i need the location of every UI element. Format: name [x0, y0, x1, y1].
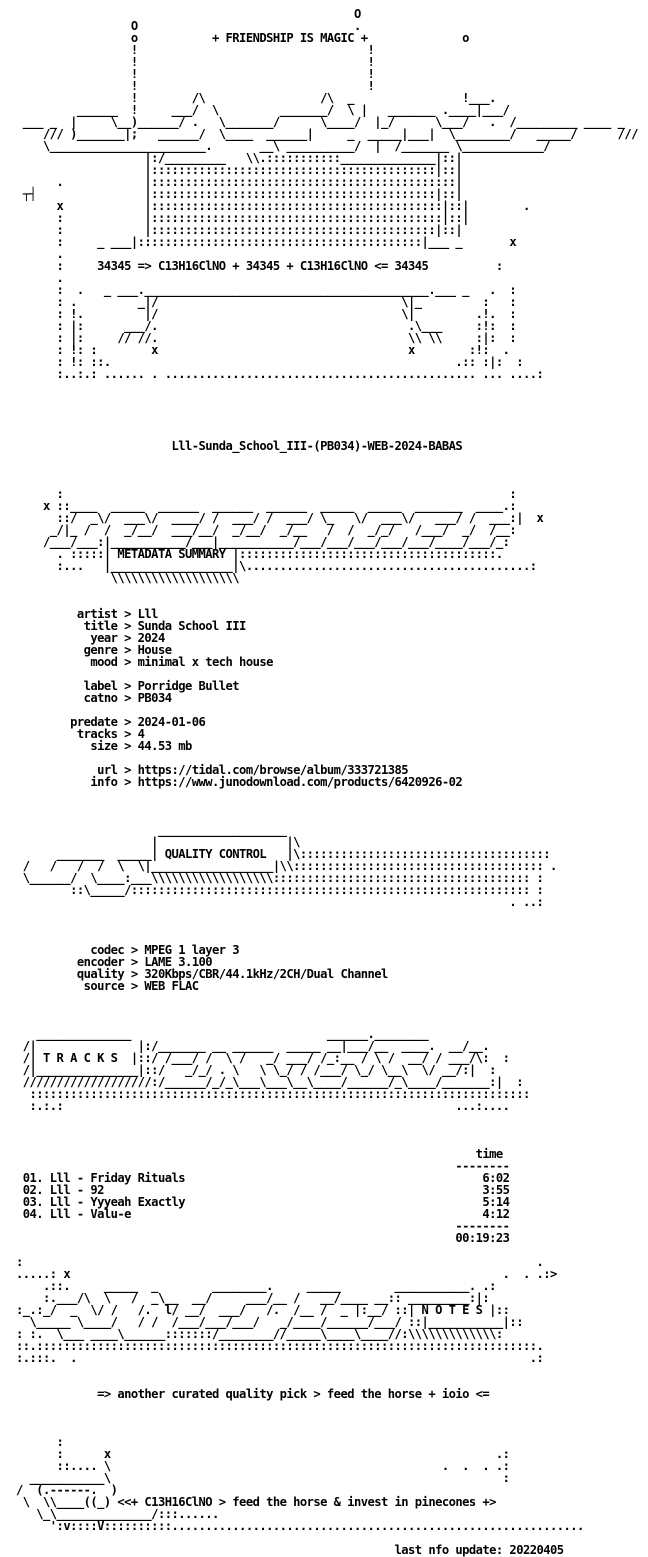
nfo-line: :_.:_/ _ \/ / /. l/ __/ ___/ /. /__ / _ … [16, 1303, 510, 1317]
nfo-line: . :::::| METADATA SUMMARY |:::::::::::::… [16, 547, 504, 561]
nfo-line: 00:19:23 [16, 1231, 510, 1245]
nfo-line: ! ! [16, 79, 375, 93]
nfo-line: ___________________ [16, 823, 287, 837]
nfo-line: ______________ ______.________ [16, 1027, 429, 1041]
nfo-line: /| T R A C K S |::/ /___/ / \ / _/ ___/ … [16, 1051, 510, 1065]
nfo-line: :..:.: ...... . ........................… [16, 367, 544, 381]
nfo-line: predate > 2024-01-06 [16, 715, 206, 729]
nfo-line: .....: x . . .:> [16, 1267, 557, 1281]
nfo-line: encoder > LAME 3.100 [16, 955, 213, 969]
nfo-line: _/|_ / / _/__/ ___/__/ _/__/ _/__ / / _/… [16, 523, 517, 537]
nfo-line: O [16, 7, 361, 21]
nfo-line: artist > Lll [16, 607, 159, 621]
nfo-line: size > 44.53 mb [16, 739, 192, 753]
nfo-line: source > WEB FLAC [16, 979, 199, 993]
nfo-line: : |: ___/. .\___ :!: : [16, 319, 517, 333]
nfo-line: . [16, 271, 64, 285]
nfo-line: ___________\ : [16, 1471, 510, 1485]
nfo-line: : |:::::::::::::::::::::::::::::::::::::… [16, 223, 463, 237]
nfo-line: :... |__________________|\..............… [16, 559, 537, 573]
nfo-line: /|_______________|::/ _/_/ . \ \ \_/ / /… [16, 1063, 497, 1077]
nfo-line: : 34345 => C13H16ClNO + 34345 + C13H16Cl… [16, 259, 504, 273]
nfo-line: |:/_________ \\.:::::::::::_____________… [16, 151, 463, 165]
nfo-line: _______ _____| QUALITY CONTROL |\:::::::… [16, 847, 551, 861]
nfo-line: : x .: [16, 1447, 510, 1461]
nfo-line: \______/ \____:___\\\\\\\\\\\\\\\\\\::::… [16, 871, 544, 885]
nfo-line: ':v::::V::::::::::......................… [16, 1519, 585, 1533]
nfo-line: . [16, 247, 64, 261]
nfo-line: : |: // //. \\ \\ :|: : [16, 331, 517, 345]
nfo-line: 01. Lll - Friday Rituals 6:02 [16, 1171, 510, 1185]
nfo-line: : _ ___|::::::::::::::::::::::::::::::::… [16, 235, 517, 249]
nfo-line: /| |:/_______ __ ______ _____ __|___/__ … [16, 1039, 490, 1053]
nfo-line: ::.:::::::::::::::::::::::::::::::::::::… [16, 1339, 544, 1353]
nfo-line: 03. Lll - Yyyeah Exactly 5:14 [16, 1195, 510, 1209]
nfo-line: codec > MPEG 1 layer 3 [16, 943, 240, 957]
nfo-line: : [16, 1435, 64, 1449]
nfo-line: url > https://tidal.com/browse/album/333… [16, 763, 409, 777]
nfo-line: : :. \___ ____\______:::::::/________//_… [16, 1327, 503, 1341]
nfo-line: mood > minimal x tech house [16, 655, 273, 669]
nfo-line: -------- [16, 1219, 510, 1233]
nfo-line: \_____ \____/ / / /___/___/___/ _/____/_… [16, 1315, 524, 1329]
nfo-line: | |\ [16, 835, 300, 849]
nfo-line: ! ! [16, 43, 375, 57]
nfo-line: . ..: [16, 895, 544, 909]
nfo-line: info > https://www.junodownload.com/prod… [16, 775, 463, 789]
nfo-line: Lll-Sunda_School_III-(PB034)-WEB-2024-BA… [16, 439, 463, 453]
nfo-line: \_\______________/:::...... [16, 1507, 219, 1521]
nfo-line: ! /\ /\ _ !___. [16, 91, 497, 105]
nfo-line: ///////////////////:/______/_/_\___\___\… [16, 1075, 524, 1089]
nfo-line: ::/ _\/ ___\/ ____/ / ___/ / ___/ \_ \/ … [16, 511, 544, 525]
nfo-line: |:::::::::::::::::::::::::::::::::::::::… [16, 163, 463, 177]
nfo-line: title > Sunda School III [16, 619, 247, 633]
nfo-text: O O . o + FRIENDSHIP IS MAGIC + o ! ! ! [16, 8, 638, 1556]
nfo-line: : |:::::::::::::::::::::::::::::::::::::… [16, 211, 470, 225]
nfo-line: 04. Lll - Valu-e 4:12 [16, 1207, 510, 1221]
nfo-line: ┬┤ |::::::::::::::::::::::::::::::::::::… [16, 187, 463, 201]
nfo-line: label > Porridge Bullet [16, 679, 240, 693]
nfo-line: ::\_____/:::::::::::::::::::::::::::::::… [16, 883, 544, 897]
nfo-line: ::::::::::::::::::::::::::::::::::::::::… [16, 1087, 531, 1101]
nfo-line: O . [16, 19, 361, 33]
nfo-line: -------- [16, 1159, 510, 1173]
nfo-line: : !: ::. .:: :|: : [16, 355, 524, 369]
nfo-line: \ \\____((_) <<+ C13H16ClNO > feed the h… [16, 1495, 497, 1509]
nfo-line: / (.------. ) [16, 1483, 118, 1497]
nfo-line: x |:::::::::::::::::::::::::::::::::::::… [16, 199, 531, 213]
nfo-line: => another curated quality pick > feed t… [16, 1387, 490, 1401]
nfo-line: \_______________________. __\ __________… [16, 139, 551, 153]
nfo-line: genre > House [16, 643, 172, 657]
nfo-line: : . _|/ \|_ : : [16, 295, 517, 309]
nfo-line: : . _ ___.______________________________… [16, 283, 517, 297]
nfo-line: /___/___:|___________/___|___________/__… [16, 535, 510, 549]
nfo-line: tracks > 4 [16, 727, 145, 741]
nfo-line: last nfo update: 20220405 [16, 1543, 565, 1557]
nfo-line: :.___/\ \ / _\__ __/ ___/__ / __/____ __… [16, 1291, 490, 1305]
nfo-line: time [16, 1147, 504, 1161]
nfo-line: . |:::::::::::::::::::::::::::::::::::::… [16, 175, 463, 189]
nfo-line: 02. Lll - 92 3:55 [16, 1183, 510, 1197]
nfo-line: ______ ! ___/ \ _______/ \ | _______ .__… [16, 103, 510, 117]
nfo-line: catno > PB034 [16, 691, 172, 705]
nfo-line: x ::____ _____ ______ ______ ______ ____… [16, 499, 517, 513]
nfo-line: ___ _ | \__)______/ . \_______/ \____/ |… [16, 115, 625, 129]
nfo-line: :.:::. . .: [16, 1351, 544, 1365]
nfo-line: : !: : x x :!: . [16, 343, 510, 357]
nfo-line: year > 2024 [16, 631, 165, 645]
nfo-line: : !. |/ \| .!. : [16, 307, 517, 321]
nfo-line: .::. _____ _ ________. _____ ___________… [16, 1279, 496, 1293]
nfo-line: quality > 320Kbps/CBR/44.1kHz/2CH/Dual C… [16, 967, 388, 981]
nfo-line: ! ! [16, 55, 375, 69]
nfo-line: ! ! [16, 67, 375, 81]
nfo-line: ::.... \ . . . .: [16, 1459, 510, 1473]
nfo-line: \\\\\\\\\\\\\\\\\\\ [16, 571, 240, 585]
nfo-line: o + FRIENDSHIP IS MAGIC + o [16, 31, 470, 45]
nfo-line: /// )_______|; ______/ \____ ______| _ _… [16, 127, 638, 141]
nfo-line: :.:.: ...:.... [16, 1099, 510, 1113]
nfo-line: : . [16, 1255, 544, 1269]
nfo-line: : : [16, 487, 517, 501]
nfo-line: / / / / \ \|__________________|\\:::::::… [16, 859, 558, 873]
